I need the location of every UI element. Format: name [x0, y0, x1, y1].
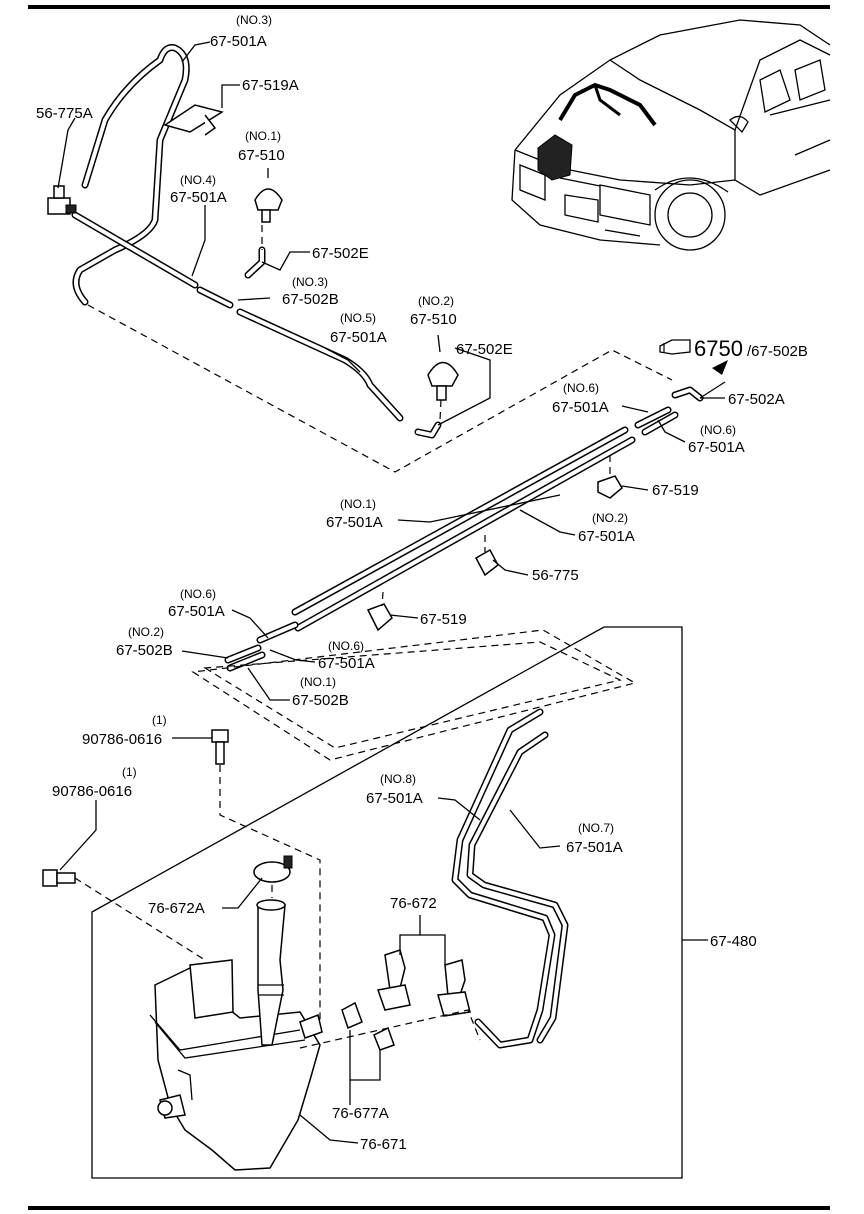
callout-sub-13: (NO.6)	[700, 423, 736, 437]
reference-main-number: 6750	[694, 336, 743, 361]
callout-code-31: 76-671	[360, 1136, 407, 1153]
callout-code-24: 90786-0616	[52, 783, 132, 800]
callout-code-17: 56-775	[532, 567, 579, 584]
callout-code-13: 67-501A	[688, 439, 745, 456]
callout-code-11: 67-501A	[552, 399, 609, 416]
callout-sub-24: (1)	[122, 765, 137, 779]
callout-sub-4: (NO.1)	[245, 129, 281, 143]
callout-sub-5: (NO.4)	[180, 173, 216, 187]
callout-sub-8: (NO.2)	[418, 294, 454, 308]
washer-pumps	[299, 949, 481, 1051]
callout-code-7: 67-502B	[282, 291, 339, 308]
callout-code-2: 67-519A	[242, 77, 299, 94]
callout-sub-18: (NO.6)	[180, 587, 216, 601]
callout-sub-16: (NO.2)	[592, 511, 628, 525]
callout-code-16: 67-501A	[578, 528, 635, 545]
leader-lines	[57, 41, 728, 1144]
callout-sub-25: (NO.8)	[380, 772, 416, 786]
part-labels: (NO.3) 67-501A 67-519A 56-775A (NO.1) 67…	[36, 13, 785, 1153]
callout-code-3: 56-775A	[36, 105, 93, 122]
callout-sub-11: (NO.6)	[563, 381, 599, 395]
callout-code-25: 67-501A	[366, 790, 423, 807]
callout-code-27: 76-672A	[148, 900, 205, 917]
callout-code-23: 90786-0616	[82, 731, 162, 748]
washer-reservoir	[149, 855, 323, 1171]
callout-code-26: 67-501A	[566, 839, 623, 856]
callout-code-18: 67-501A	[168, 603, 225, 620]
callout-code-10: 67-502E	[456, 341, 513, 358]
bolts	[42, 729, 321, 1030]
callout-code-29: 67-480	[710, 933, 757, 950]
upper-hose-assembly	[47, 44, 673, 473]
callout-code-28: 76-672	[390, 895, 437, 912]
callout-code-8: 67-510	[410, 311, 457, 328]
callout-code-4: 67-510	[238, 147, 285, 164]
callout-code-30: 76-677A	[332, 1105, 389, 1122]
callout-code-22: 67-502B	[292, 692, 349, 709]
callout-code-6: 67-502E	[312, 245, 369, 262]
section-reference: 6750 /67-502B	[659, 336, 808, 361]
reservoir-hoses	[451, 708, 569, 1049]
callout-code-5: 67-501A	[170, 189, 227, 206]
callout-code-9: 67-501A	[330, 329, 387, 346]
callout-sub-21: (NO.6)	[328, 639, 364, 653]
callout-sub-15: (NO.1)	[340, 497, 376, 511]
middle-hose-assembly	[191, 386, 704, 761]
callout-code-14: 67-519	[652, 482, 699, 499]
callout-sub-1: (NO.3)	[236, 13, 272, 27]
callout-sub-7: (NO.3)	[292, 275, 328, 289]
callout-code-19: 67-519	[420, 611, 467, 628]
callout-sub-9: (NO.5)	[340, 311, 376, 325]
callout-code-12: 67-502A	[728, 391, 785, 408]
callout-sub-20: (NO.2)	[128, 625, 164, 639]
callout-code-1: 67-501A	[210, 33, 267, 50]
vehicle-locator-illustration	[511, 19, 831, 251]
reference-suffix: /67-502B	[747, 343, 808, 360]
callout-code-15: 67-501A	[326, 514, 383, 531]
callout-code-20: 67-502B	[116, 642, 173, 659]
reference-arrowhead	[712, 360, 728, 375]
callout-sub-26: (NO.7)	[578, 821, 614, 835]
callout-sub-23: (1)	[152, 713, 167, 727]
reservoir-box	[91, 626, 683, 1179]
callout-code-21: 67-501A	[318, 655, 375, 672]
callout-sub-22: (NO.1)	[300, 675, 336, 689]
pointing-hand-icon	[659, 339, 691, 355]
